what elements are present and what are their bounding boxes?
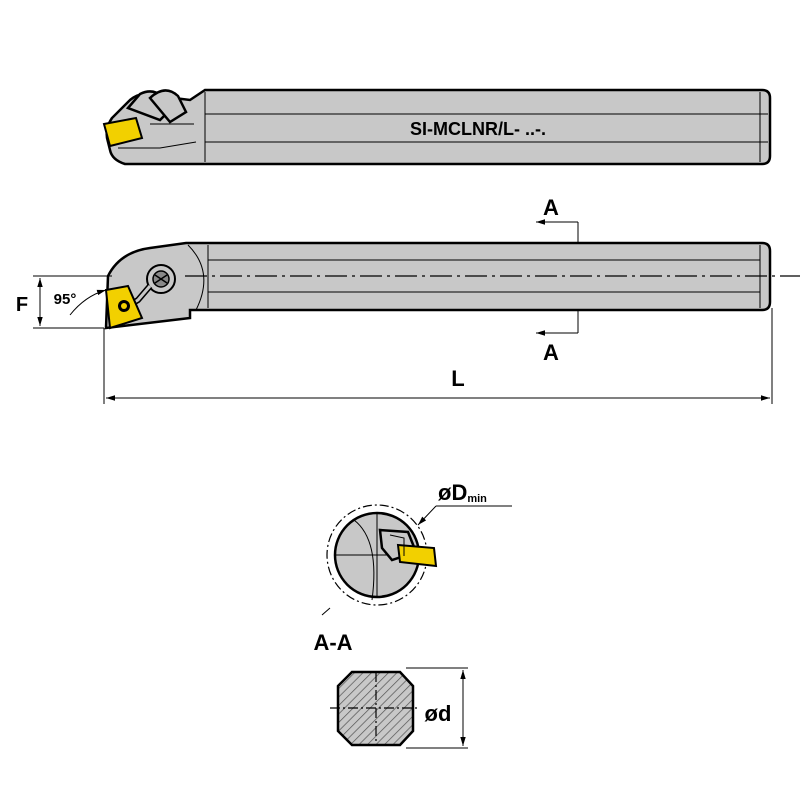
top-view-bar: SI-MCLNR/L- ..-. — [102, 88, 772, 166]
bore-diameter-label: øDmin — [438, 480, 487, 505]
section-letter-bottom: A — [543, 340, 559, 365]
section-view: øDmin A-A — [313, 480, 512, 655]
shank-section: ød — [330, 667, 468, 749]
offset-label: F — [16, 294, 28, 316]
length-dimension: L — [103, 308, 773, 404]
model-label: SI-MCLNR/L- ..-. — [410, 119, 546, 139]
section-title: A-A — [313, 630, 352, 655]
section-insert — [396, 543, 438, 568]
length-label: L — [451, 366, 464, 391]
side-view-bar — [104, 241, 800, 330]
section-marker-top: A — [536, 195, 579, 243]
shank-diameter-label: ød — [425, 701, 452, 726]
top-view-insert — [102, 116, 144, 148]
section-letter-top: A — [543, 195, 559, 220]
section-marker-bottom: A — [536, 310, 579, 365]
offset-dimension: F — [16, 275, 112, 329]
approach-angle: 95° — [54, 289, 107, 316]
angle-label: 95° — [54, 291, 77, 308]
